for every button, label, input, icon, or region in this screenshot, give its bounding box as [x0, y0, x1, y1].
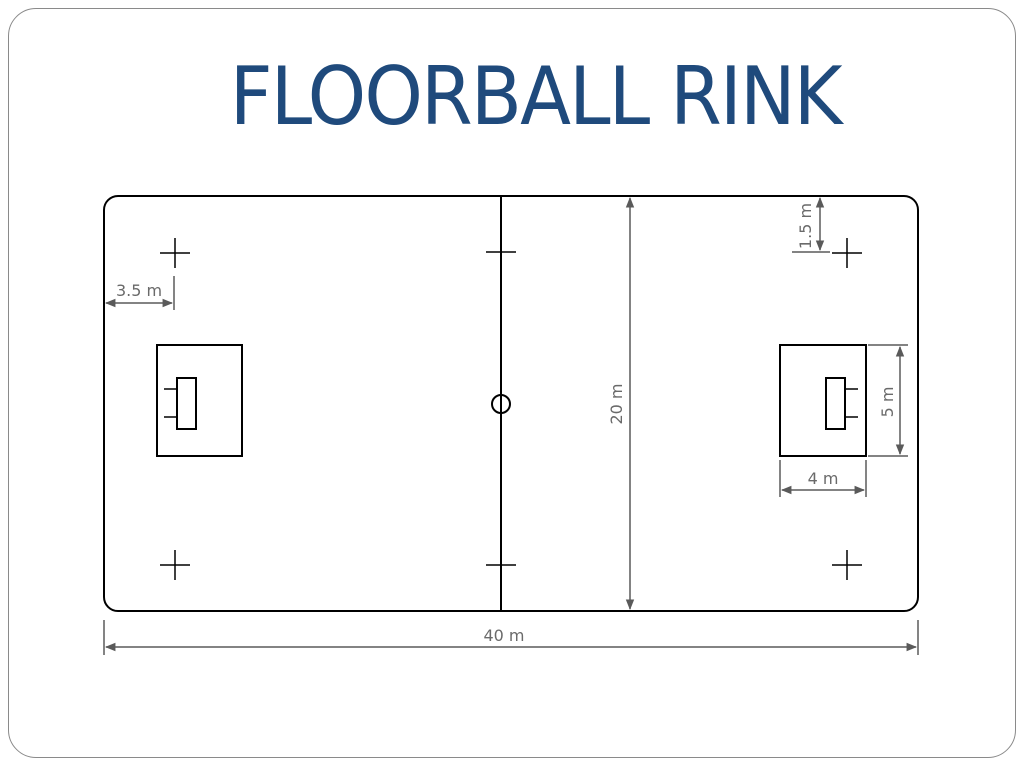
faceoff-cross-bottom-right	[832, 550, 862, 580]
dimension-corner-offset-label: 1.5 m	[796, 203, 815, 249]
faceoff-cross-bottom-left	[160, 550, 190, 580]
dimension-area-width-label: 4 m	[808, 469, 839, 488]
dimension-area-length	[868, 344, 908, 457]
dimension-length-label: 40 m	[483, 626, 524, 645]
dimension-length	[103, 620, 919, 655]
center-spot	[491, 394, 511, 414]
dimension-area-length-label: 5 m	[878, 387, 897, 418]
dimension-faceoff-offset	[104, 276, 175, 310]
dimension-width-label: 20 m	[607, 383, 626, 424]
goal-crease-right	[825, 377, 846, 430]
rink-boundary	[103, 195, 919, 612]
faceoff-cross-top-left	[160, 238, 190, 268]
faceoff-cross-top-right	[832, 238, 862, 268]
goal-crease-left	[176, 377, 197, 430]
goal-area-left	[156, 344, 243, 457]
dimension-corner-offset	[792, 196, 830, 253]
goal-area-right	[779, 344, 867, 457]
dimension-faceoff-offset-label: 3.5 m	[116, 281, 162, 300]
page-title: FLOORBALL RINK	[229, 50, 843, 143]
dimension-area-width	[779, 460, 867, 497]
